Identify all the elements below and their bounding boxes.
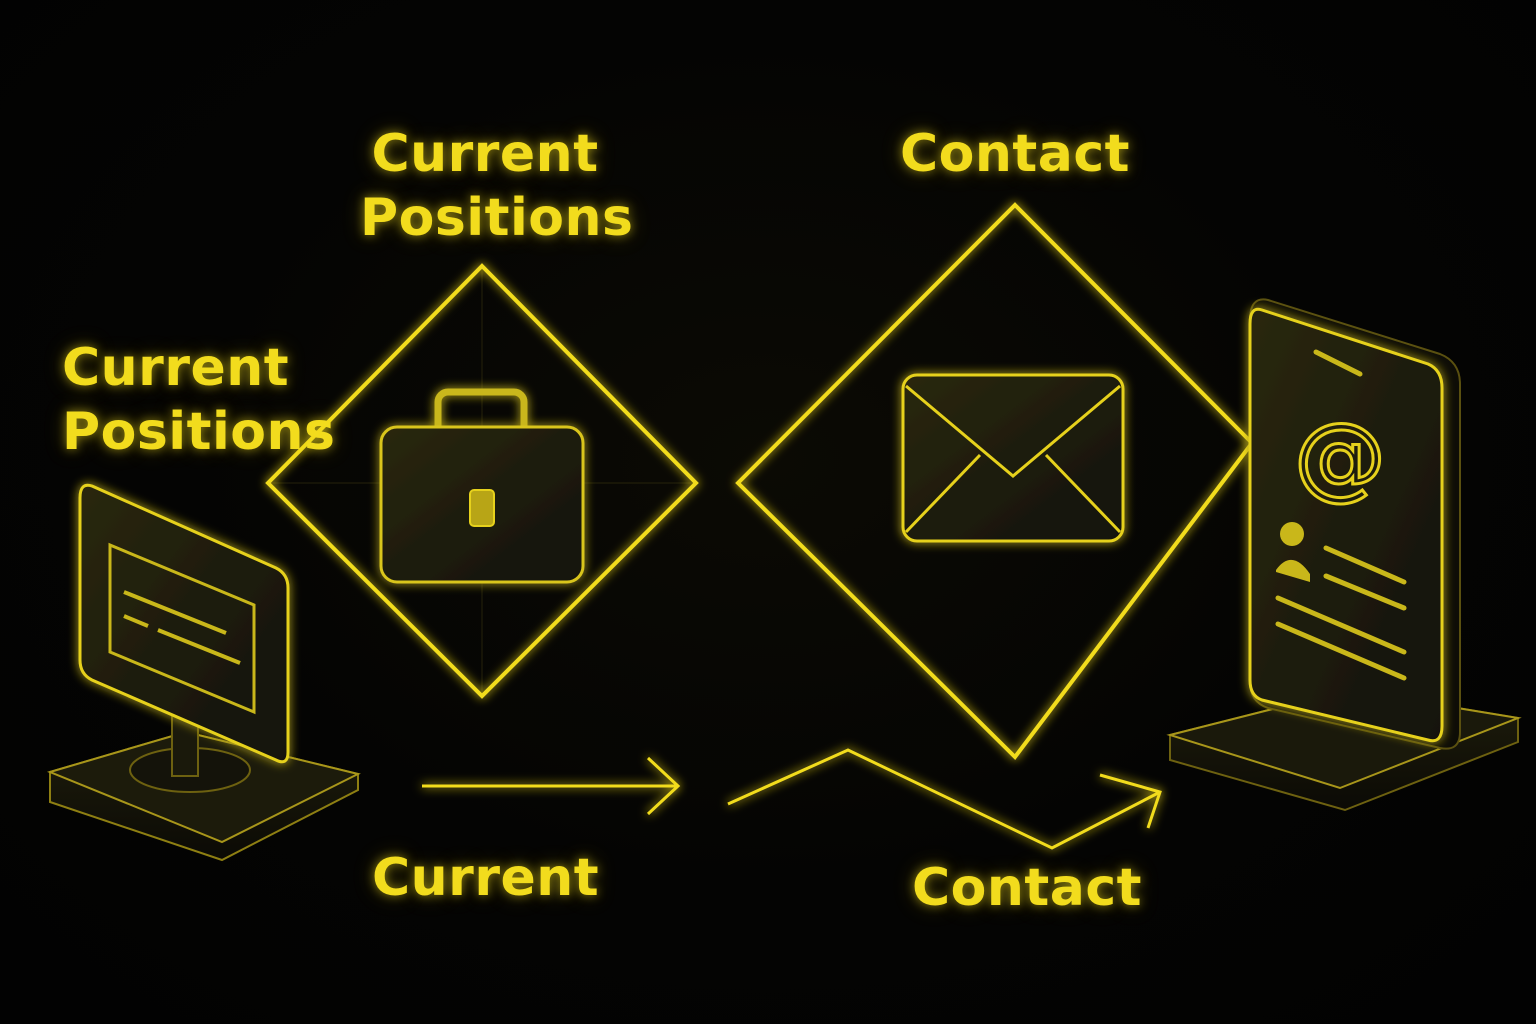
left-positions-line2: Positions: [62, 402, 336, 462]
envelope-icon: [901, 373, 1125, 543]
contact-diamond: [735, 202, 1255, 761]
top-positions-line2: Positions: [360, 188, 634, 248]
smartphone-contact-icon: @: [1166, 298, 1522, 812]
at-sign-icon: @: [1294, 403, 1386, 510]
top-contact-label: Contact: [900, 124, 1131, 184]
desktop-monitor-icon: [46, 483, 361, 862]
bottom-contact-label: Contact: [912, 858, 1143, 918]
straight-arrow: [422, 756, 681, 816]
zigzag-arrow: [727, 748, 1162, 850]
left-positions-label: Current Positions: [62, 336, 336, 464]
bottom-current-label: Current: [372, 848, 600, 908]
top-positions-line1: Current: [371, 124, 599, 184]
left-positions-line1: Current: [62, 338, 290, 398]
top-positions-label: Current Positions: [360, 122, 634, 250]
briefcase-icon: [379, 388, 585, 584]
